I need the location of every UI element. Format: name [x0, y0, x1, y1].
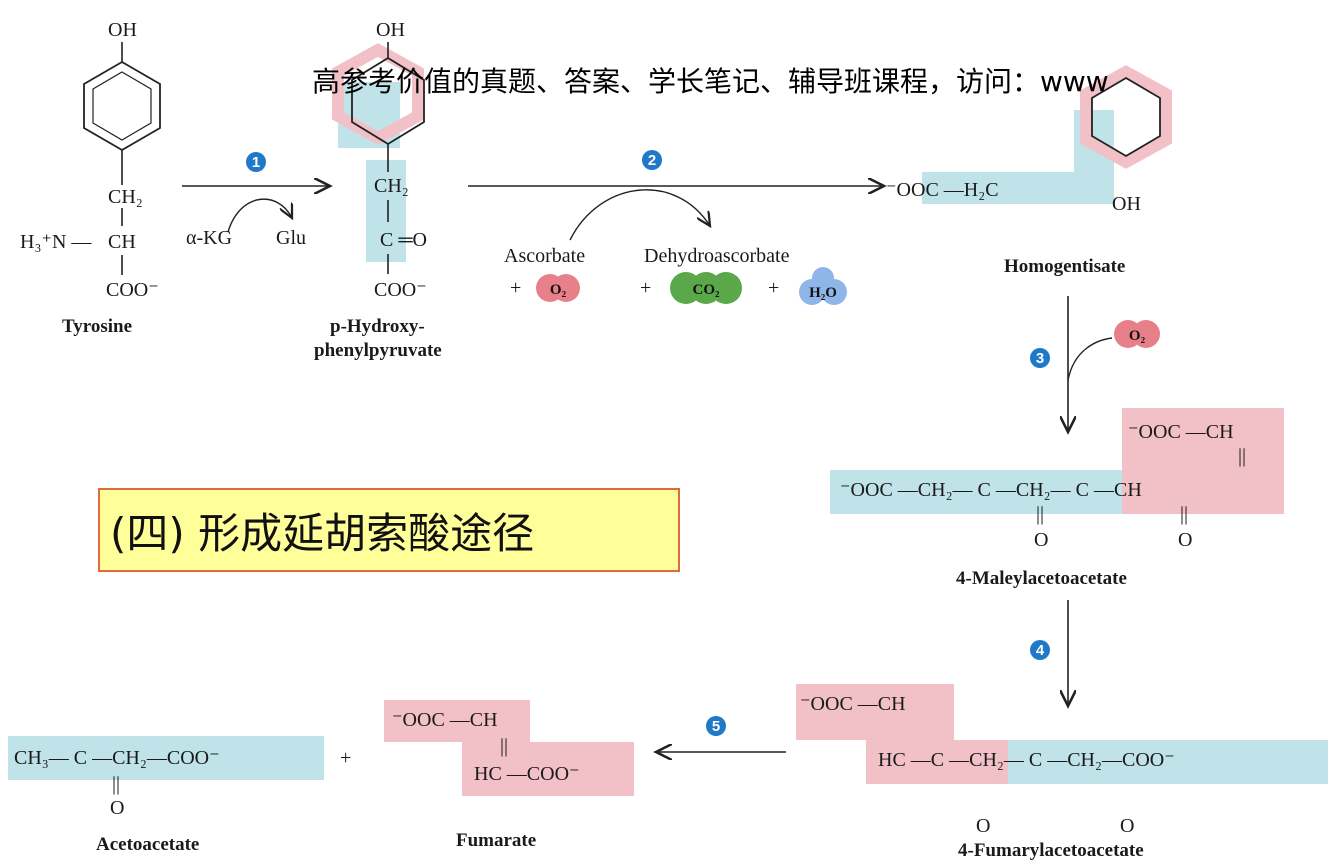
fumarate-top: ⁻OOC —CH	[392, 709, 498, 731]
homogentisate-oh-bottom: OH	[1112, 193, 1141, 215]
o2-pill-1: O₂	[536, 274, 580, 302]
fumaryl-name: 4-Fumarylacetoacetate	[958, 840, 1144, 861]
reaction-1-akg: α-KG	[186, 227, 232, 249]
fumaryl-o2: O	[1120, 815, 1134, 837]
fumaryl-top: ⁻OOC —CH	[800, 693, 906, 715]
tyrosine-structure: OH CH₂ H₃⁺N — CH COO⁻ Tyrosine	[20, 19, 161, 337]
reaction-5-plus: +	[340, 747, 351, 769]
fumarate-dbl: ||	[500, 735, 508, 757]
svg-text:H₂O: H₂O	[809, 285, 837, 301]
svg-text:O₂: O₂	[1129, 328, 1146, 344]
section-label: (四) 形成延胡索酸途径	[98, 488, 680, 572]
reaction-5: 5	[656, 716, 786, 752]
fumarate-name: Fumarate	[456, 830, 536, 851]
h2o-pill: H₂O	[799, 267, 847, 305]
reaction-2-plus-3: +	[768, 277, 779, 299]
step-1-number: 1	[252, 154, 260, 171]
hpp-structure: OH CH₂ C ═O COO⁻ p-Hydroxy- phenylpyruva…	[314, 19, 442, 361]
tyrosine-ring	[83, 60, 161, 152]
maleyl-name: 4-Maleylacetoacetate	[956, 568, 1127, 589]
tyrosine-oh: OH	[108, 19, 137, 41]
tyrosine-nh3: H₃⁺N —	[20, 231, 92, 253]
reaction-2-plus-1: +	[510, 277, 521, 299]
maleylacetoacetate-structure: ⁻OOC —CH || ⁻OOC —CH₂— C —CH₂— C —CH || …	[830, 408, 1284, 589]
co2-pill: CO₂	[670, 272, 742, 304]
homogentisate-ring	[1091, 76, 1161, 158]
fumarate-bottom: HC —COO⁻	[474, 763, 580, 785]
hpp-ch2: CH₂	[374, 175, 409, 197]
fumaryl-chain: HC —C —CH₂— C —CH₂—COO⁻	[878, 749, 1175, 771]
reaction-2-dehydroascorbate: Dehydroascorbate	[644, 245, 790, 267]
section-label-text: (四) 形成延胡索酸途径	[110, 508, 535, 558]
o2-pill-2: O₂	[1114, 320, 1160, 348]
hpp-oh: OH	[376, 19, 405, 41]
step-3-number: 3	[1036, 350, 1044, 367]
maleyl-dbl-1: ||	[1036, 503, 1044, 525]
tyrosine-ch2: CH₂	[108, 186, 143, 208]
acetoacetate-dbl: ||	[112, 773, 120, 795]
reaction-2: 2 Ascorbate Dehydroascorbate + O₂ + CO₂ …	[468, 150, 884, 305]
fumarate-structure: ⁻OOC —CH || HC —COO⁻ Fumarate	[384, 700, 634, 851]
maleyl-chain: ⁻OOC —CH₂— C —CH₂— C —CH	[840, 479, 1142, 501]
reaction-3: 3 O₂	[1030, 296, 1160, 432]
homogentisate-chain: ⁻OOC —H₂C	[886, 179, 999, 201]
tyrosine-coo: COO⁻	[106, 279, 159, 301]
acetoacetate-o: O	[110, 797, 124, 819]
svg-text:O₂: O₂	[550, 282, 567, 298]
tyrosine-name: Tyrosine	[62, 316, 132, 337]
watermark-text: 高参考价值的真题、答案、学长笔记、辅导班课程，访问：www	[312, 65, 1109, 98]
svg-text:CO₂: CO₂	[693, 282, 721, 298]
hpp-name-line2: phenylpyruvate	[314, 340, 442, 361]
hpp-name-line1: p-Hydroxy-	[330, 316, 425, 337]
maleyl-dbl-2: ||	[1180, 503, 1188, 525]
maleyl-dbl: ||	[1238, 445, 1246, 467]
step-5-number: 5	[712, 718, 720, 735]
acetoacetate-name: Acetoacetate	[96, 834, 199, 855]
homogentisate-name: Homogentisate	[1004, 256, 1125, 277]
reaction-2-ascorbate: Ascorbate	[504, 245, 585, 267]
fumaryl-o1: O	[976, 815, 990, 837]
hpp-coo: COO⁻	[374, 279, 427, 301]
reaction-4: 4	[1030, 600, 1068, 706]
fumarylacetoacetate-structure: ⁻OOC —CH HC —C —CH₂— C —CH₂—COO⁻ O O 4-F…	[796, 684, 1328, 861]
maleyl-o1: O	[1034, 529, 1048, 551]
step-4-number: 4	[1036, 642, 1045, 659]
maleyl-top: ⁻OOC —CH	[1128, 421, 1234, 443]
homogentisate-structure: ⁻OOC —H₂C OH Homogentisate	[886, 65, 1172, 277]
maleyl-o2: O	[1178, 529, 1192, 551]
tyrosine-ch: CH	[108, 231, 136, 253]
reaction-2-plus-2: +	[640, 277, 651, 299]
acetoacetate-chain: CH₃— C —CH₂—COO⁻	[14, 747, 220, 769]
step-2-number: 2	[648, 152, 656, 169]
reaction-1-glu: Glu	[276, 227, 306, 249]
reaction-1: 1 α-KG Glu	[182, 152, 330, 249]
acetoacetate-structure: CH₃— C —CH₂—COO⁻ || O Acetoacetate +	[8, 736, 351, 855]
hpp-co: C ═O	[380, 229, 427, 251]
